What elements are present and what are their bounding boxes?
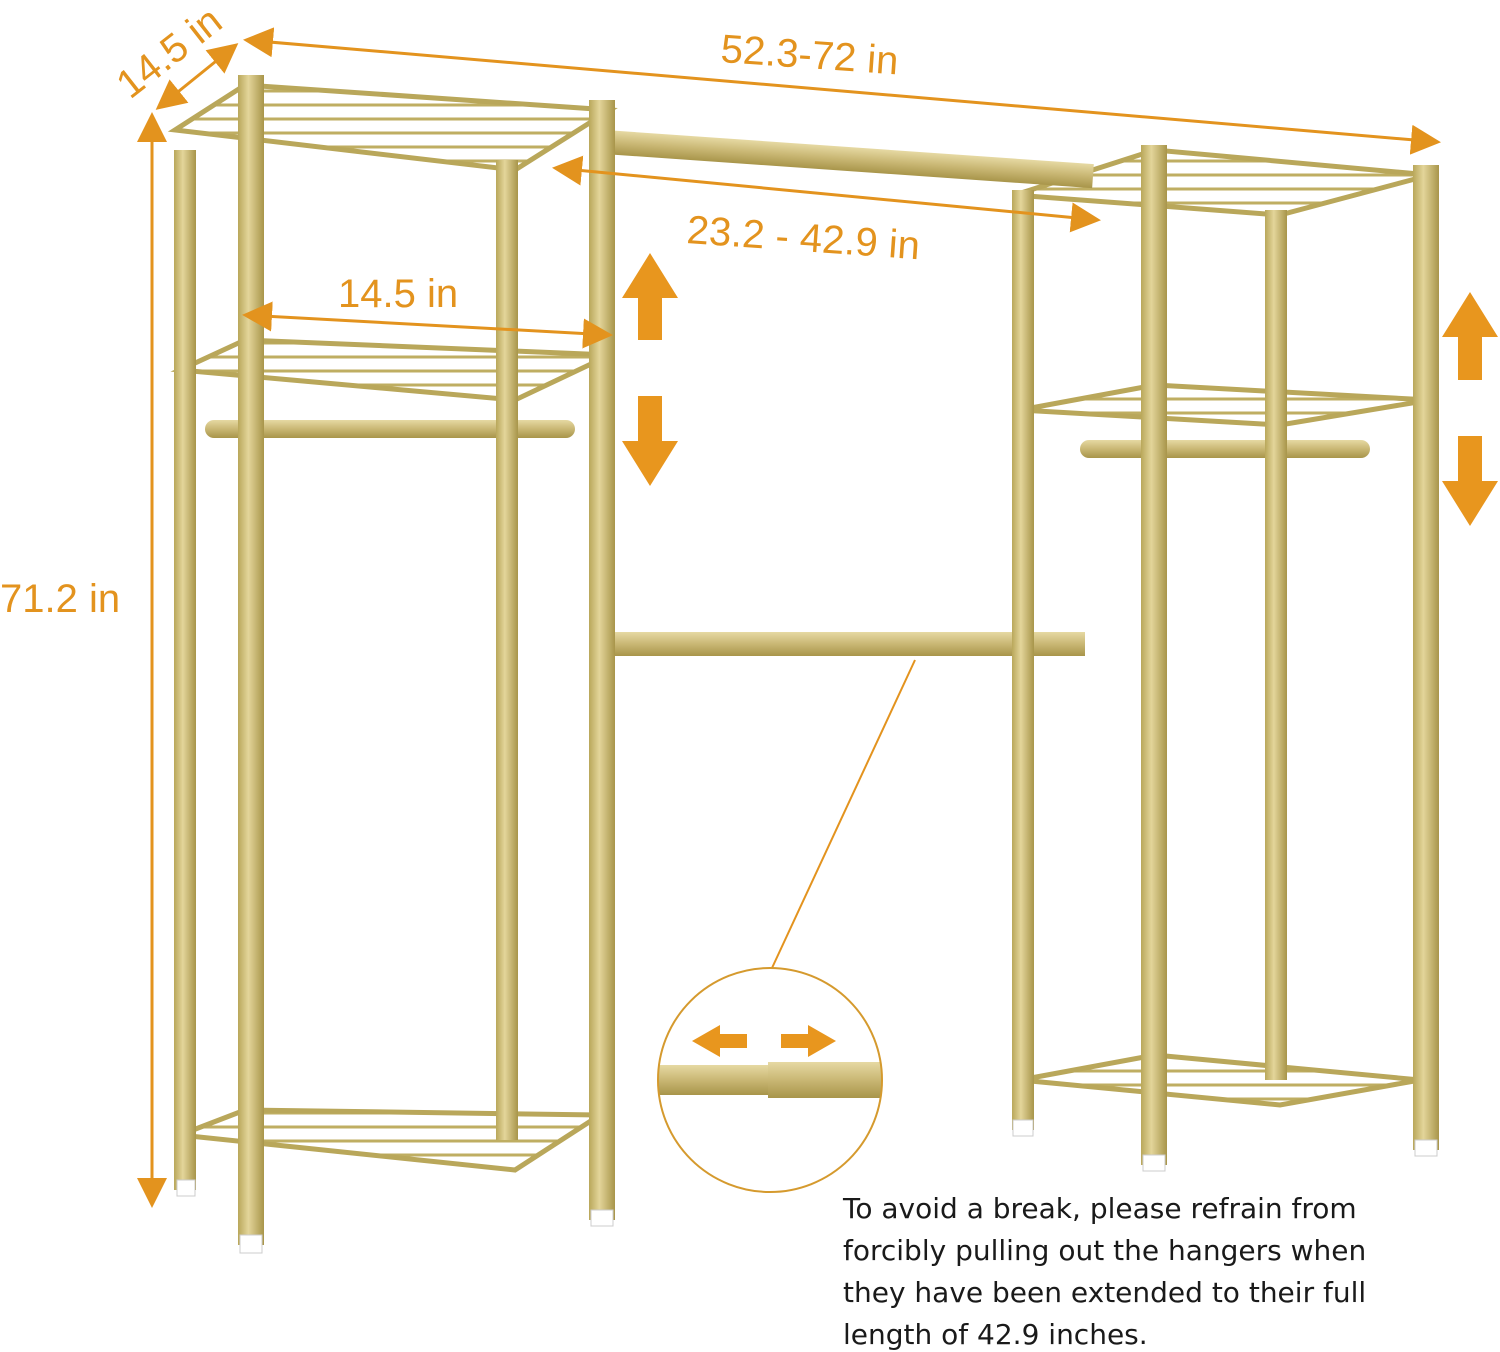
shelf-width-dimension-line	[242, 301, 613, 349]
shelf-right-bottom	[1019, 1052, 1421, 1108]
pole	[1012, 190, 1034, 1130]
rod-detail-magnifier	[657, 967, 883, 1193]
pole	[1413, 165, 1439, 1150]
rod-dimension-line	[552, 155, 1101, 233]
pole	[238, 75, 264, 1245]
warning-note: To avoid a break, please refrain from fo…	[843, 1188, 1443, 1352]
rod-width-label: 23.2 - 42.9 in	[685, 208, 921, 268]
arrow-down-icon	[622, 396, 678, 486]
arrow-up-icon	[622, 253, 678, 340]
rod-left-unit	[205, 420, 575, 438]
shelf-right-middle	[1019, 382, 1431, 428]
arrow-right-icon	[781, 1025, 836, 1057]
depth-dimension-line	[155, 43, 239, 110]
adjust-arrows	[622, 253, 1498, 526]
dimension-lines	[137, 27, 1441, 1208]
height-label: 71.2 in	[0, 577, 120, 621]
pole	[1265, 210, 1287, 1080]
rod-right-unit	[1080, 440, 1370, 458]
pole	[589, 100, 615, 1220]
total-width-label: 52.3-72 in	[719, 27, 900, 83]
width-dimension-line	[243, 27, 1441, 155]
pole	[174, 150, 196, 1190]
note-line: To avoid a break, please refrain from	[843, 1192, 1357, 1225]
arrow-up-icon	[1442, 292, 1498, 380]
poles	[174, 75, 1439, 1254]
pole	[1141, 145, 1167, 1165]
arrow-left-icon	[692, 1025, 747, 1057]
shelf-width-label: 14.5 in	[338, 272, 458, 316]
depth-label: 14.5 in	[108, 0, 230, 107]
arrow-down-icon	[1442, 436, 1498, 526]
note-line: they have been extended to their full	[843, 1276, 1367, 1309]
note-line: length of 42.9 inches.	[843, 1318, 1148, 1351]
pole	[496, 160, 518, 1140]
rod-center-extendable	[605, 632, 1085, 656]
magnifier-leader-line	[771, 659, 916, 969]
note-line: forcibly pulling out the hangers when	[843, 1234, 1367, 1267]
